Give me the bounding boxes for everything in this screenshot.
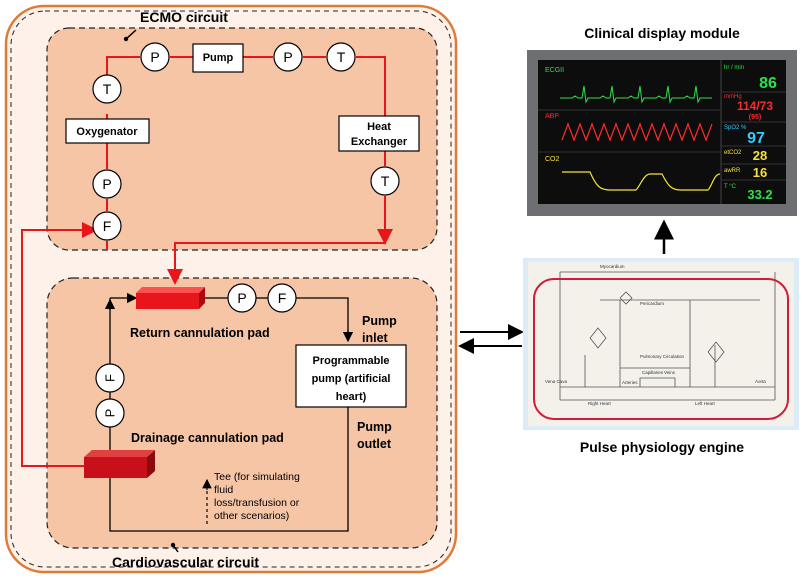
- spo2-label: SpO2 %: [724, 125, 747, 131]
- ecmo-title-pointer: [125, 29, 137, 40]
- svg-text:Programmable: Programmable: [312, 355, 389, 367]
- ecmo-red-loop: [106, 56, 386, 278]
- ecmo-circuit-title: ECMO circuit: [140, 9, 228, 25]
- return-pad-label: Return cannulation pad: [130, 326, 270, 340]
- svg-text:Heat: Heat: [367, 121, 391, 133]
- pump-outlet-line1: Pump: [357, 420, 392, 434]
- tee-label-line1: Tee (for simulating: [214, 471, 300, 483]
- svg-text:P: P: [283, 49, 292, 65]
- node-p-cardio-top: P: [227, 283, 257, 313]
- node-p-top-right: P: [273, 42, 303, 72]
- heat-exchanger-box: Heat Exchanger: [338, 115, 420, 152]
- awrr-value: 16: [753, 165, 767, 180]
- node-p-top-left: P: [140, 42, 170, 72]
- svg-text:Arteries: Arteries: [622, 380, 638, 385]
- svg-text:heart): heart): [336, 391, 367, 403]
- temp-label: T °C: [724, 184, 737, 190]
- svg-text:P: P: [237, 290, 246, 306]
- pump-inlet-line1: Pump: [362, 314, 397, 328]
- physiology-engine-image: Vena Cava Myocardium Pericardium Pulmona…: [523, 258, 799, 430]
- bp-value: 114/73: [737, 99, 773, 113]
- svg-text:Oxygenator: Oxygenator: [76, 126, 138, 138]
- svg-text:T: T: [381, 173, 390, 189]
- node-t-left: T: [92, 74, 122, 104]
- node-f-cardio-top: F: [267, 283, 297, 313]
- svg-text:Veins: Veins: [664, 370, 676, 375]
- svg-text:T: T: [103, 81, 112, 97]
- node-t-right: T: [370, 166, 400, 196]
- programmable-pump-box: Programmable pump (artificial heart): [295, 344, 407, 408]
- cardio-black-loop: [109, 297, 349, 532]
- awrr-label: awRR: [724, 168, 741, 174]
- return-cannulation-pad: [136, 287, 205, 309]
- svg-text:Right Heart: Right Heart: [588, 401, 612, 406]
- co2-label: CO2: [545, 156, 560, 163]
- svg-text:Pericardium: Pericardium: [640, 301, 664, 306]
- svg-text:pump (artificial: pump (artificial: [312, 373, 391, 385]
- svg-text:Pulmonary Circulation: Pulmonary Circulation: [640, 354, 685, 359]
- hr-label: hr / min: [724, 65, 744, 71]
- svg-text:Vena Cava: Vena Cava: [545, 379, 568, 384]
- pump-inlet-line2: inlet: [362, 331, 389, 345]
- node-t-top: T: [326, 42, 356, 72]
- tee-label-line2: fluid: [214, 484, 233, 496]
- etco2-label: etCO2: [724, 150, 742, 156]
- spo2-value: 97: [747, 130, 765, 147]
- svg-text:F: F: [103, 218, 112, 234]
- node-f-left: F: [92, 211, 122, 241]
- node-p-cardio-left: P: [95, 398, 125, 428]
- svg-text:P: P: [103, 409, 118, 418]
- node-f-cardio-left: F: [95, 363, 125, 393]
- bp-label: mmHg: [724, 94, 742, 100]
- temp-value: 33.2: [747, 187, 772, 202]
- abp-waveform: [561, 122, 713, 142]
- svg-text:Left Heart: Left Heart: [695, 401, 716, 406]
- svg-text:Pump: Pump: [203, 52, 234, 64]
- ecmo-circuit-box: [46, 27, 438, 251]
- outer-dashed-border: [10, 10, 452, 568]
- cardio-title-dot: [170, 542, 176, 548]
- co2-waveform: [562, 171, 721, 191]
- tee-label-line4: other scenarios): [214, 510, 289, 522]
- tee-label-line3: loss/transfusion or: [214, 497, 300, 509]
- etco2-value: 28: [753, 148, 767, 163]
- pump-box: Pump: [192, 43, 244, 73]
- svg-text:T: T: [337, 49, 346, 65]
- svg-text:F: F: [278, 290, 287, 306]
- pump-outlet-line2: outlet: [357, 437, 392, 451]
- svg-text:Myocardium: Myocardium: [600, 264, 625, 269]
- svg-text:Capillaries: Capillaries: [642, 370, 664, 375]
- oxygenator-box: Oxygenator: [65, 118, 150, 144]
- ecg-label: ECGII: [545, 67, 564, 74]
- ecg-waveform: [560, 85, 712, 104]
- abp-label: ABP: [545, 113, 559, 120]
- cardiovascular-circuit-title: Cardiovascular circuit: [112, 554, 259, 570]
- svg-text:Aorta: Aorta: [755, 379, 766, 384]
- svg-text:F: F: [103, 374, 118, 382]
- svg-text:P: P: [150, 49, 159, 65]
- ecmo-title-dot: [123, 36, 129, 42]
- svg-text:Exchanger: Exchanger: [351, 136, 408, 148]
- svg-text:P: P: [102, 176, 111, 192]
- node-p-left: P: [92, 169, 122, 199]
- engine-title: Pulse physiology engine: [580, 439, 744, 455]
- hr-value: 86: [759, 75, 777, 92]
- drainage-cannulation-pad: [84, 450, 155, 478]
- drainage-pad-label: Drainage cannulation pad: [131, 431, 284, 445]
- bp-mean: (95): [749, 114, 761, 121]
- monitor-title: Clinical display module: [584, 25, 740, 41]
